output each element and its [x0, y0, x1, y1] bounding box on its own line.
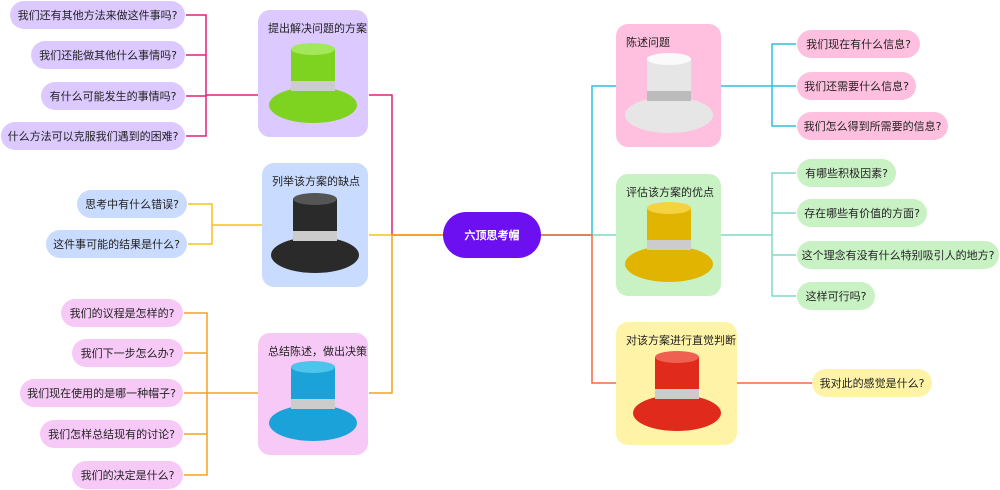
central-topic[interactable]: 六顶思考帽 [443, 212, 541, 258]
hat-card-white[interactable]: 陈述问题 [616, 24, 721, 147]
black-hat-icon [271, 193, 359, 273]
leaf-red-1[interactable]: 我对此的感觉是什么? [812, 369, 932, 397]
leaf-white-1[interactable]: 我们现在有什么信息? [797, 30, 920, 58]
leaf-yellow-1[interactable]: 有哪些积极因素? [797, 159, 896, 187]
green-hat-icon [269, 43, 357, 123]
hat-card-title: 评估该方案的优点 [626, 186, 714, 199]
hat-card-title: 总结陈述，做出决策 [268, 345, 367, 358]
leaf-white-3[interactable]: 我们怎么得到所需要的信息? [797, 112, 948, 140]
blue-hat-icon [269, 361, 357, 441]
hat-card-blue[interactable]: 总结陈述，做出决策 [258, 333, 368, 455]
leaf-blue-1[interactable]: 我们的议程是怎样的? [61, 299, 183, 327]
leaf-black-2[interactable]: 这件事可能的结果是什么? [46, 230, 187, 258]
leaf-yellow-4[interactable]: 这样可行吗? [797, 282, 875, 310]
leaf-white-2[interactable]: 我们还需要什么信息? [797, 72, 916, 100]
hat-card-title: 列举该方案的缺点 [272, 175, 360, 188]
yellow-hat-icon [624, 202, 713, 282]
hat-card-green[interactable]: 提出解决问题的方案 [258, 10, 368, 137]
leaf-green-4[interactable]: 什么方法可以克服我们遇到的困难? [1, 122, 185, 150]
red-hat-icon [632, 351, 721, 431]
hat-card-title: 陈述问题 [626, 36, 670, 49]
leaf-blue-3[interactable]: 我们现在使用的是哪一种帽子? [20, 379, 183, 407]
leaf-blue-2[interactable]: 我们下一步怎么办? [72, 339, 183, 367]
leaf-black-1[interactable]: 思考中有什么错误? [77, 190, 187, 218]
leaf-green-3[interactable]: 有什么可能发生的事情吗? [41, 82, 185, 110]
leaf-green-2[interactable]: 我们还能做其他什么事情吗? [31, 41, 185, 69]
hat-card-red[interactable]: 对该方案进行直觉判断 [616, 322, 737, 445]
leaf-yellow-2[interactable]: 存在哪些有价值的方面? [797, 199, 927, 227]
hat-card-yellow[interactable]: 评估该方案的优点 [616, 174, 721, 296]
white-hat-icon [624, 53, 713, 133]
hat-card-title: 对该方案进行直觉判断 [626, 334, 736, 347]
leaf-blue-5[interactable]: 我们的决定是什么? [72, 461, 183, 489]
leaf-yellow-3[interactable]: 这个理念有没有什么特别吸引人的地方? [797, 241, 999, 269]
leaf-green-1[interactable]: 我们还有其他方法来做这件事吗? [10, 1, 185, 29]
leaf-blue-4[interactable]: 我们怎样总结现有的讨论? [40, 420, 183, 448]
hat-card-black[interactable]: 列举该方案的缺点 [262, 163, 368, 287]
hat-card-title: 提出解决问题的方案 [268, 22, 367, 35]
